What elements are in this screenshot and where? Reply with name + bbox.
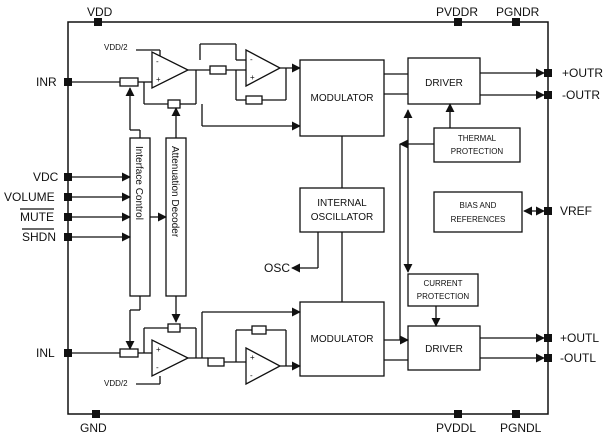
pin-outr-plus xyxy=(544,69,552,77)
attenuation-decoder-label: Attenuation Decoder xyxy=(169,146,180,238)
pin-label-outr-minus: -OUTR xyxy=(562,88,600,102)
opamp-2-bottom-minus: - xyxy=(250,371,253,380)
opamp-2-top-plus: + xyxy=(250,73,255,82)
opamp-2-bottom-plus: + xyxy=(250,353,255,362)
pin-pvddl xyxy=(454,410,462,418)
thermal-label-line1: THERMAL xyxy=(458,134,497,143)
pin-vdc xyxy=(64,173,72,181)
current-protection-block xyxy=(407,273,479,307)
pin-label-gnd: GND xyxy=(80,421,107,435)
driver-top-block xyxy=(407,57,481,105)
opamp-1-bottom-plus: + xyxy=(156,345,161,354)
pin-outl-plus xyxy=(544,334,552,342)
internal-oscillator-block xyxy=(299,187,385,233)
thermal-label-line2: PROTECTION xyxy=(451,147,504,156)
pin-label-pgndl: PGNDL xyxy=(500,421,542,435)
opamp-1-top-minus: - xyxy=(156,57,159,66)
modulator-bottom-label: MODULATOR xyxy=(311,334,374,345)
pin-inr xyxy=(64,78,72,86)
opamp-1-bottom xyxy=(151,338,190,378)
opamp-2-top xyxy=(245,48,282,88)
resistor-mid-top xyxy=(209,65,227,75)
oscillator-label-line2: OSCILLATOR xyxy=(311,212,373,223)
pin-label-pgndr: PGNDR xyxy=(496,5,540,19)
pin-label-volume: VOLUME xyxy=(4,190,55,204)
resistor-fb-op2-top xyxy=(245,95,263,105)
pin-gnd xyxy=(92,410,100,418)
opamp-1-bottom-minus: - xyxy=(156,363,159,372)
resistor-fb-op2-bottom xyxy=(251,325,267,335)
resistor-in-bottom xyxy=(119,348,139,358)
pin-pgndr xyxy=(512,18,520,26)
pin-label-vdc: VDC xyxy=(33,170,59,184)
pin-label-vref: VREF xyxy=(560,204,592,218)
interface-control-label: Interface Control xyxy=(133,146,144,220)
resistor-in-top xyxy=(119,77,139,87)
driver-bottom-block xyxy=(407,325,481,371)
pin-inl xyxy=(64,349,72,357)
pin-label-inr: INR xyxy=(36,75,57,89)
opamp-2-top-minus: - xyxy=(250,55,253,64)
pin-pgndl xyxy=(512,410,520,418)
pin-shdn xyxy=(64,233,72,241)
bias-references-block xyxy=(433,191,523,233)
current-label-line1: CURRENT xyxy=(423,279,462,288)
pin-outl-minus xyxy=(544,354,552,362)
pin-vdd xyxy=(94,18,102,26)
pin-outr-minus xyxy=(544,91,552,99)
oscillator-label-line1: INTERNAL xyxy=(317,198,367,209)
pin-pvddr xyxy=(454,18,462,26)
resistor-mid-bottom xyxy=(207,357,225,367)
opamp-1-top-plus: + xyxy=(156,75,161,84)
resistor-fb-op1-bottom xyxy=(167,323,181,333)
osc-pin-label: OSC xyxy=(264,261,290,275)
pin-label-outl-plus: +OUTL xyxy=(560,331,599,345)
pin-mute xyxy=(64,213,72,221)
current-label-line2: PROTECTION xyxy=(417,292,470,301)
pin-volume xyxy=(64,193,72,201)
modulator-bottom-block xyxy=(299,301,385,377)
pin-label-outr-plus: +OUTR xyxy=(562,66,603,80)
pin-label-mute: MUTE xyxy=(20,210,54,224)
pin-label-pvddr: PVDDR xyxy=(436,5,478,19)
opamp-2-bottom xyxy=(245,346,282,386)
opamp-1-top xyxy=(151,50,190,90)
pin-label-pvddl: PVDDL xyxy=(436,421,476,435)
vdd-half-bottom-label: VDD/2 xyxy=(104,379,128,388)
modulator-top-label: MODULATOR xyxy=(311,93,374,104)
bias-label-line1: BIAS AND xyxy=(460,201,497,210)
pin-vref xyxy=(544,207,552,215)
thermal-protection-block xyxy=(433,127,521,163)
pin-label-outl-minus: -OUTL xyxy=(560,351,596,365)
bias-label-line2: REFERENCES xyxy=(451,215,506,224)
driver-top-label: DRIVER xyxy=(425,78,463,89)
pin-label-shdn: SHDN xyxy=(22,230,56,244)
pin-label-vdd: VDD xyxy=(87,5,113,19)
pin-label-inl: INL xyxy=(36,346,55,360)
vdd-half-top-label: VDD/2 xyxy=(104,43,128,52)
driver-bottom-label: DRIVER xyxy=(425,344,463,355)
resistor-fb-op1-top xyxy=(167,99,181,109)
